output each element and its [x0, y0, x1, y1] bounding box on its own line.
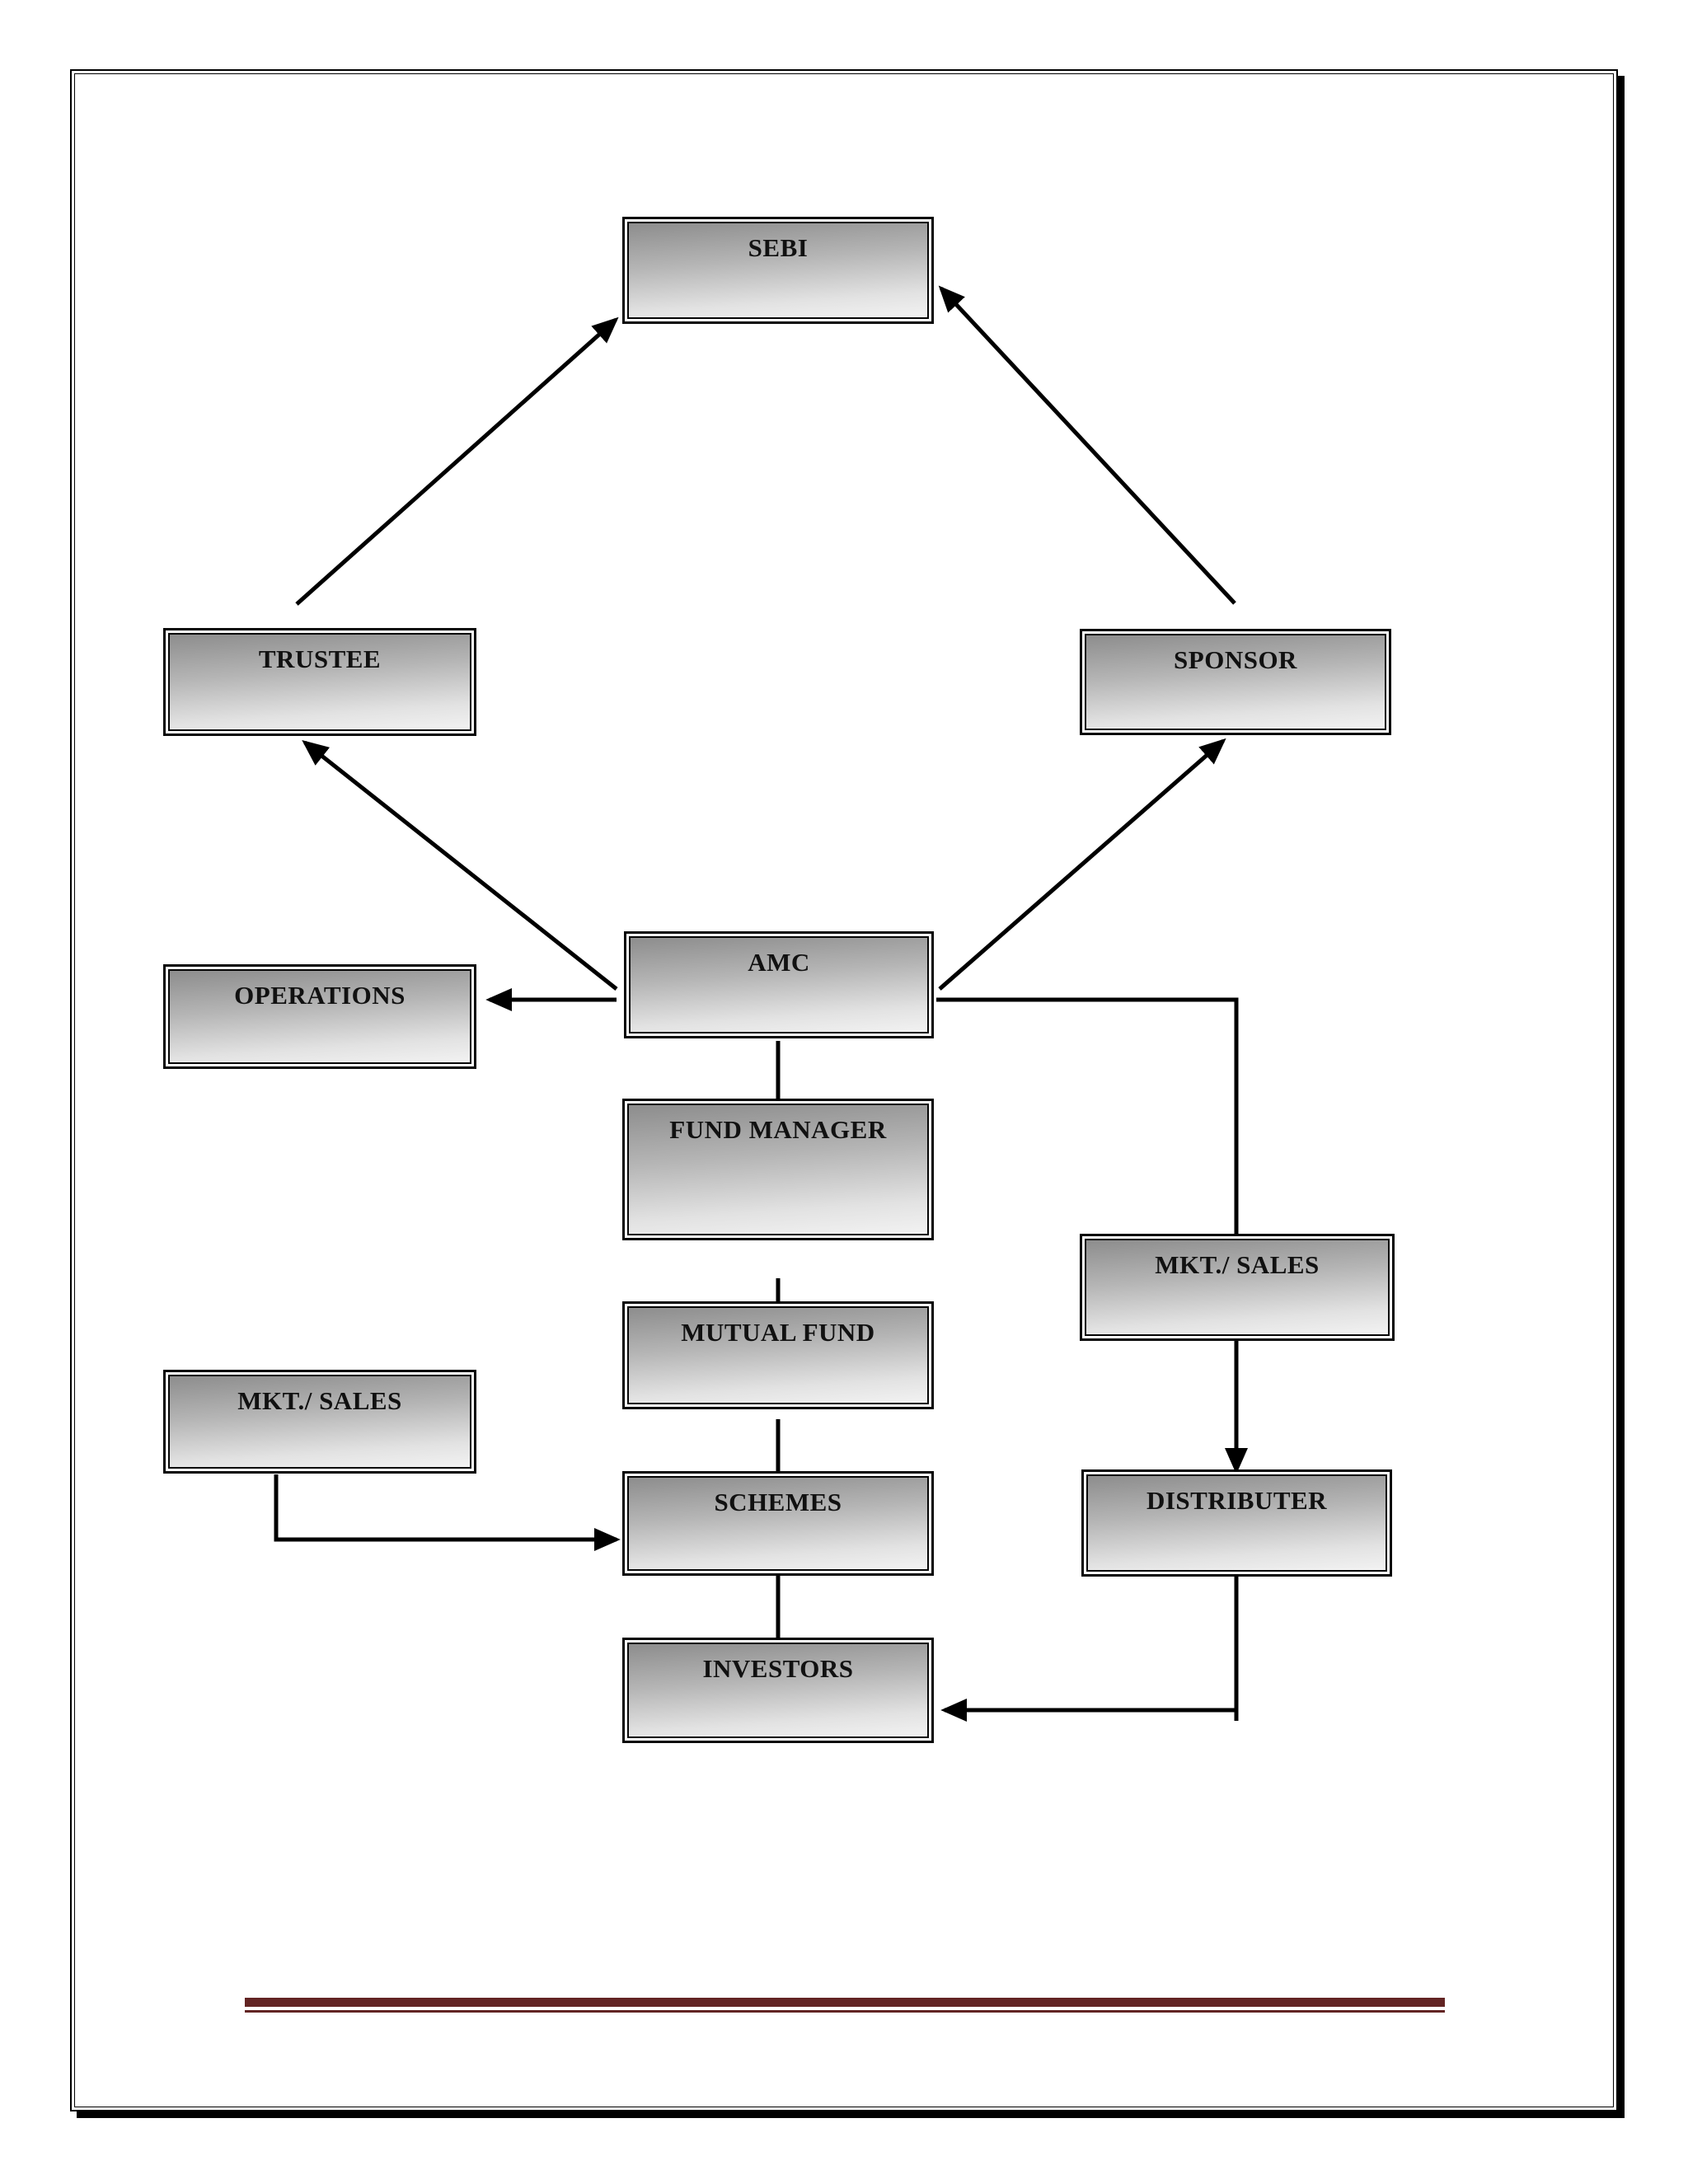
node-fund-manager: FUND MANAGER	[622, 1099, 934, 1240]
node-sebi-label: SEBI	[748, 233, 809, 262]
node-mutual-fund-label: MUTUAL FUND	[681, 1318, 875, 1347]
node-operations-label: OPERATIONS	[234, 981, 406, 1010]
page-border	[70, 69, 1618, 2111]
node-amc: AMC	[624, 931, 934, 1038]
node-investors-label: INVESTORS	[702, 1654, 854, 1683]
node-mkt-sales-right-label: MKT./ SALES	[1155, 1250, 1320, 1279]
connector-amc-to-sponsor	[938, 738, 1226, 991]
node-mkt-sales-right: MKT./ SALES	[1080, 1234, 1395, 1341]
node-sebi: SEBI	[622, 217, 934, 324]
connector-sponsor-to-sebi	[938, 285, 1236, 605]
node-distributer-label: DISTRIBUTER	[1146, 1486, 1328, 1515]
node-fund-manager-label: FUND MANAGER	[669, 1115, 887, 1144]
connector-amc-to-mkt-sales-right	[936, 997, 1249, 1281]
footer-divider-line	[245, 1998, 1445, 2013]
page-border-inner-line	[74, 73, 1614, 2107]
node-distributer: DISTRIBUTER	[1081, 1469, 1392, 1577]
node-mkt-sales-left: MKT./ SALES	[163, 1370, 476, 1474]
node-trustee: TRUSTEE	[163, 628, 476, 736]
connector-distributer-to-investors	[940, 1562, 1239, 1722]
connector-amc-to-trustee	[302, 740, 618, 991]
connector-trustee-to-sebi	[295, 316, 619, 606]
node-sponsor-label: SPONSOR	[1174, 645, 1297, 674]
node-amc-label: AMC	[748, 948, 810, 977]
node-trustee-label: TRUSTEE	[258, 644, 382, 673]
node-mkt-sales-left-label: MKT./ SALES	[237, 1386, 402, 1415]
connector-mkt-sales-left-to-schemes	[274, 1474, 621, 1552]
node-mutual-fund: MUTUAL FUND	[622, 1301, 934, 1409]
node-sponsor: SPONSOR	[1080, 629, 1391, 735]
node-operations: OPERATIONS	[163, 964, 476, 1069]
node-schemes-label: SCHEMES	[714, 1488, 842, 1516]
node-schemes: SCHEMES	[622, 1471, 934, 1576]
node-investors: INVESTORS	[622, 1638, 934, 1743]
